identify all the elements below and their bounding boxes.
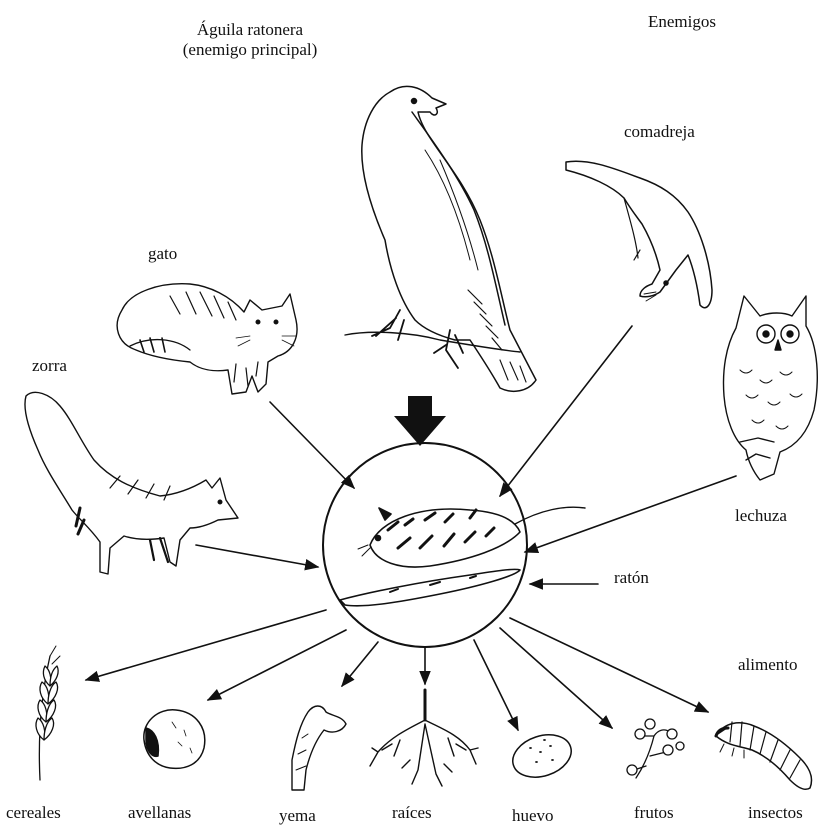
main-enemy-arrow	[394, 396, 446, 446]
cereals-arrow	[86, 610, 326, 680]
cat-illustration	[117, 284, 297, 394]
fruits-label: frutos	[634, 803, 674, 823]
roots-label: raíces	[392, 803, 432, 823]
insect-illustration	[716, 722, 812, 789]
egg-arrow	[474, 640, 518, 730]
cereals-label: cereales	[6, 803, 61, 823]
roots-illustration	[370, 690, 478, 786]
owl-label: lechuza	[735, 506, 787, 526]
buzzard-illustration	[345, 86, 536, 391]
hazelnut-illustration	[144, 710, 205, 769]
bud-arrow	[342, 642, 378, 686]
fox-label: zorra	[32, 356, 67, 376]
insects-arrow	[510, 618, 708, 712]
mouse-label: ratón	[614, 568, 649, 588]
weasel-label: comadreja	[624, 122, 695, 142]
cereal-illustration	[36, 646, 60, 780]
egg-illustration	[507, 728, 576, 785]
owl-illustration	[724, 296, 818, 480]
egg-label: huevo	[512, 806, 554, 826]
fox-arrow	[196, 545, 318, 567]
enemies-label: Enemigos	[648, 12, 716, 32]
bud-illustration	[292, 706, 346, 790]
owl-arrow	[525, 476, 736, 552]
cat-label: gato	[148, 244, 177, 264]
food-label: alimento	[738, 655, 797, 675]
fruits-illustration	[627, 719, 684, 778]
mouse-illustration	[340, 507, 585, 606]
hazelnuts-label: avellanas	[128, 803, 191, 823]
fruits-arrow	[500, 628, 612, 728]
main-enemy-note: (enemigo principal)	[150, 40, 350, 60]
weasel-illustration	[566, 161, 712, 308]
hazelnuts-arrow	[208, 630, 346, 700]
bud-label: yema	[279, 806, 316, 826]
cat-arrow	[270, 402, 354, 488]
main-enemy-name: Águila ratonera	[150, 20, 350, 40]
insects-label: insectos	[748, 803, 803, 823]
main-enemy-label: Águila ratonera (enemigo principal)	[150, 20, 350, 60]
